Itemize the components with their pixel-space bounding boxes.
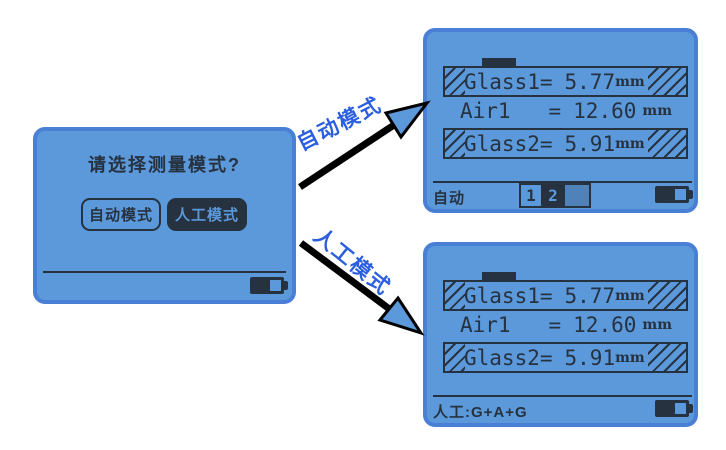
status-divider-line (433, 395, 692, 397)
mode-status-label: 人工:G+A+G (433, 404, 528, 421)
hatch-right-icon (648, 130, 686, 157)
measure-unit: mm (615, 349, 645, 366)
measure-row-air1: Air1 = 12.60 mm (460, 96, 672, 126)
mode-button-group: 自动模式 人工模式 (81, 198, 248, 231)
hatch-left-icon (445, 282, 465, 309)
page-empty-cell (565, 185, 589, 206)
status-divider-line (43, 271, 286, 273)
hatch-right-icon (648, 344, 686, 371)
battery-empty-cell (675, 403, 686, 414)
manual-mode-button[interactable]: 人工模式 (167, 198, 248, 231)
measure-label: Air1 = (460, 313, 562, 337)
measure-value: 12.60 (573, 99, 637, 123)
measure-unit: mm (615, 135, 645, 152)
hatch-right-icon (648, 68, 686, 95)
measure-value: 5.91 (564, 131, 616, 156)
measure-label: Glass1= (464, 283, 553, 308)
battery-icon (655, 186, 693, 203)
mode-status-label: 自动 (433, 190, 466, 207)
page-2-cell-active[interactable]: 2 (541, 185, 565, 206)
hatch-left-icon (445, 130, 465, 157)
manual-result-screen: Glass1= 5.77 mm Air1 = 12.60 mm Glass2= … (423, 242, 698, 427)
hatch-right-icon (648, 282, 686, 309)
auto-result-screen: Glass1= 5.77 mm Air1 = 12.60 mm Glass2= … (423, 28, 698, 213)
measure-value: 12.60 (573, 313, 637, 337)
measure-row-air1: Air1 = 12.60 mm (460, 310, 672, 340)
cursor-tab-icon (482, 58, 516, 66)
measure-label: Glass2= (464, 345, 553, 370)
measure-unit: mm (642, 103, 673, 119)
measure-row-glass1: Glass1= 5.77 mm (443, 280, 688, 311)
measure-row-glass2: Glass2= 5.91 mm (443, 128, 688, 159)
battery-empty-cell (270, 280, 281, 291)
measure-row-glass2: Glass2= 5.91 mm (443, 342, 688, 373)
measure-unit: mm (642, 317, 673, 333)
measure-label: Glass1= (464, 69, 553, 94)
measure-value: 5.77 (564, 283, 616, 308)
measure-unit: mm (615, 287, 645, 304)
measure-unit: mm (615, 73, 645, 90)
page-1-cell[interactable]: 1 (526, 186, 536, 205)
auto-arrow-label: 自动模式 (293, 93, 386, 156)
measure-value: 5.91 (564, 345, 616, 370)
measure-label: Air1 = (460, 99, 562, 123)
manual-arrow-label: 人工模式 (309, 224, 396, 301)
measure-label: Glass2= (464, 131, 553, 156)
status-divider-line (433, 181, 692, 183)
battery-icon (655, 400, 693, 417)
hatch-left-icon (445, 68, 465, 95)
measure-row-glass1: Glass1= 5.77 mm (443, 66, 688, 97)
measure-value: 5.77 (564, 69, 616, 94)
auto-mode-button[interactable]: 自动模式 (81, 198, 162, 231)
battery-empty-cell (675, 189, 686, 200)
dialog-title: 请选择测量模式? (88, 155, 241, 175)
mode-select-screen: 请选择测量模式? 自动模式 人工模式 (33, 127, 296, 304)
battery-icon (250, 277, 288, 294)
cursor-tab-icon (482, 272, 516, 280)
page-indicator: 1 2 (519, 183, 591, 208)
hatch-left-icon (445, 344, 465, 371)
